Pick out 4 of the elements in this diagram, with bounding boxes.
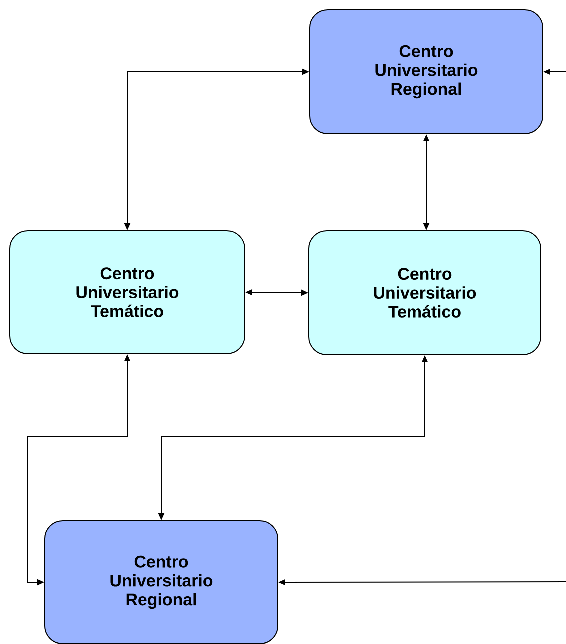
rounded-box: Centro Universitario Temático xyxy=(10,230,246,354)
rounded-box: Centro Universitario Temático xyxy=(308,230,542,356)
rounded-box: Centro Universitario Regional xyxy=(310,10,544,134)
rounded-box: Centro Universitario Regional xyxy=(44,520,278,644)
